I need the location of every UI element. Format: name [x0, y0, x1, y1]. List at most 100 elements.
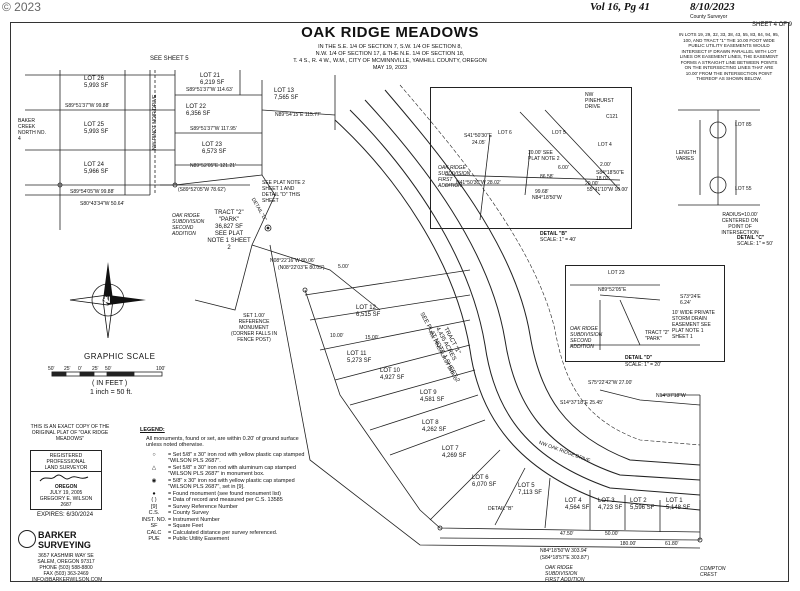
- legend-item: CALC= Calculated distance per survey ref…: [140, 530, 310, 537]
- subtitle-line-4: MAY 19, 2023: [372, 65, 408, 71]
- detail-b-dist-2: 86.58': [540, 174, 554, 180]
- copyright: © 2023: [2, 0, 41, 14]
- tract-2-name: TRACT "2": [214, 210, 244, 216]
- legend-sym: [9]: [150, 503, 158, 510]
- detail-b-oakridge: OAK RIDGE SUBDIVISION FIRST ADDITION: [438, 165, 471, 189]
- bearing-1: S89°51'37"W 114.63': [186, 87, 233, 93]
- detail-b-bearing-1: S41°50'30"E: [464, 133, 493, 139]
- lot-25-name: LOT 25: [84, 122, 104, 128]
- legend-text: = Square Feet: [168, 523, 204, 529]
- bearing-10: (S84°18'57"E 303.87'): [540, 555, 590, 561]
- legend-item: ( )= Data of record and measured per C.S…: [140, 497, 310, 504]
- lot-8-name: LOT 8: [422, 420, 439, 426]
- detail-b-bearing-2: N41°50'30"W 28.02': [456, 180, 501, 186]
- tract-2-area: 36,827 SF: [215, 224, 243, 230]
- scale-tick-4: 25': [92, 366, 99, 372]
- detail-b-dist-3: 99.68': [535, 189, 549, 195]
- stamp-line-1: REGISTERED: [49, 453, 83, 459]
- detail-b-bearing-5: 55°41'10"W 10.00': [587, 187, 628, 193]
- stamp-signature: [31, 472, 101, 484]
- baker-creek-label: BAKER CREEK NORTH NO. 4: [18, 118, 46, 142]
- scale-tick-6: 100': [156, 366, 166, 372]
- street-pinot-noir: NW PINOT NOIR DRIVE: [152, 94, 158, 150]
- legend-item: ●= Found monument (see found monument li…: [140, 491, 310, 498]
- bearing-15: N89°52'05"E 121.21': [190, 163, 236, 169]
- legend-item: INST. NO.= Instrument Number: [140, 517, 310, 524]
- stamp-line-3: LAND SURVEYOR: [31, 465, 101, 472]
- detail-c-lot-55: LOT 55: [735, 186, 752, 192]
- lot-1-area: 5,148 SF: [666, 505, 691, 511]
- detail-b-lot6: LOT 6: [498, 130, 512, 136]
- address-3: PHONE (503) 588-8800: [39, 565, 93, 571]
- lot-22-name: LOT 22: [186, 104, 206, 110]
- surveyor-stamp: REGISTERED PROFESSIONAL LAND SURVEYOR OR…: [30, 450, 102, 510]
- bearing-16: 5.00': [338, 264, 349, 270]
- lot-8-area: 4,262 SF: [422, 427, 447, 433]
- lot-25-area: 5,993 SF: [84, 129, 109, 135]
- bearing-22: 61.80': [665, 541, 679, 547]
- lot-1-name: LOT 1: [666, 498, 683, 504]
- detail-b-box: [430, 87, 632, 229]
- drawing-frame: [10, 22, 789, 582]
- lot-13-area: 7,565 SF: [274, 95, 299, 101]
- lot-4-area: 4,564 SF: [565, 505, 590, 511]
- lot-2-area: 5,596 SF: [630, 505, 655, 511]
- lot-3-area: 4,723 SF: [598, 505, 623, 511]
- lot-9-name: LOT 9: [420, 390, 437, 396]
- lot-4-name: LOT 4: [565, 498, 582, 504]
- address-4: FAX (503) 363-2469: [43, 571, 89, 577]
- legend-text: = Public Utility Easement: [168, 536, 229, 542]
- bearing-14: S89°51'37"W 117.95': [190, 126, 237, 132]
- detail-b-curve: C121: [606, 114, 618, 120]
- lot-21-area: 6,219 SF: [200, 80, 225, 86]
- lot-easement-note: IN LOTS 19, 29, 32, 33, 38, 43, 55, 83, …: [678, 32, 780, 81]
- detail-d-bearing: N89°52'05"E: [598, 287, 627, 293]
- lot-11-name: LOT 11: [347, 351, 367, 357]
- legend-text: = Instrument Number: [168, 516, 220, 523]
- scale-tick-2: 25': [64, 366, 71, 372]
- stamp-expires: EXPIRES: 6/30/2024: [37, 512, 94, 518]
- plat-title: OAK RIDGE MEADOWS: [301, 24, 479, 41]
- lot-5-name: LOT 5: [518, 483, 535, 489]
- lot-24-name: LOT 24: [84, 162, 104, 168]
- stamp-state: OREGON: [54, 484, 78, 490]
- detail-b-bearing-4: S84°18'50"E 18.02': [596, 170, 625, 182]
- lot-7-name: LOT 7: [442, 446, 459, 452]
- legend-text: = Set 5/8" x 30" iron rod with yellow pl…: [168, 451, 305, 465]
- detail-d-oakridge: OAK RIDGE SUBDIVISION SECOND ADDITION: [570, 326, 603, 350]
- stamp-line-2: PROFESSIONAL: [46, 459, 86, 465]
- lot-10-area: 4,927 SF: [380, 375, 405, 381]
- bearing-12: S14°37'18"E 25.45': [560, 400, 603, 406]
- lot-7-area: 4,269 SF: [442, 453, 467, 459]
- recording-date: 8/10/2023: [690, 1, 735, 13]
- lot-9-area: 4,581 SF: [420, 397, 445, 403]
- detail-b-pue: 10.00' SEE PLAT NOTE 2: [528, 150, 560, 162]
- detail-d-title: DETAIL "D": [625, 355, 653, 361]
- subtitle-line-2: N.W. 1/4 OF SECTION 17, & THE N.E. 1/4 O…: [315, 51, 465, 57]
- exact-copy-note: THIS IS AN EXACT COPY OF THE ORIGINAL PL…: [30, 424, 110, 442]
- bearing-19: 47.50': [560, 531, 574, 537]
- detail-d-scale: SCALE: 1" = 20': [625, 362, 661, 368]
- stamp-number: 2687: [60, 502, 72, 508]
- bearing-2: S89°51'37"W 99.88': [65, 103, 110, 109]
- lot-21-name: LOT 21: [200, 73, 220, 79]
- lot-5-area: 7,113 SF: [518, 490, 542, 496]
- lot-23-area: 6,573 SF: [202, 149, 227, 155]
- legend-item: PUE= Public Utility Easement: [140, 536, 310, 543]
- address-1: 3657 KASHMIR WAY SE: [38, 553, 94, 559]
- subtitle-line-3: T. 4 S., R. 4 W., W.M., CITY OF MCMINNVI…: [293, 58, 487, 64]
- graphic-scale-bar: [51, 371, 163, 377]
- lot-12-area: 6,515 SF: [356, 312, 381, 318]
- bearing-20: 50.00': [605, 531, 619, 537]
- scale-tick-1: 50': [48, 366, 55, 372]
